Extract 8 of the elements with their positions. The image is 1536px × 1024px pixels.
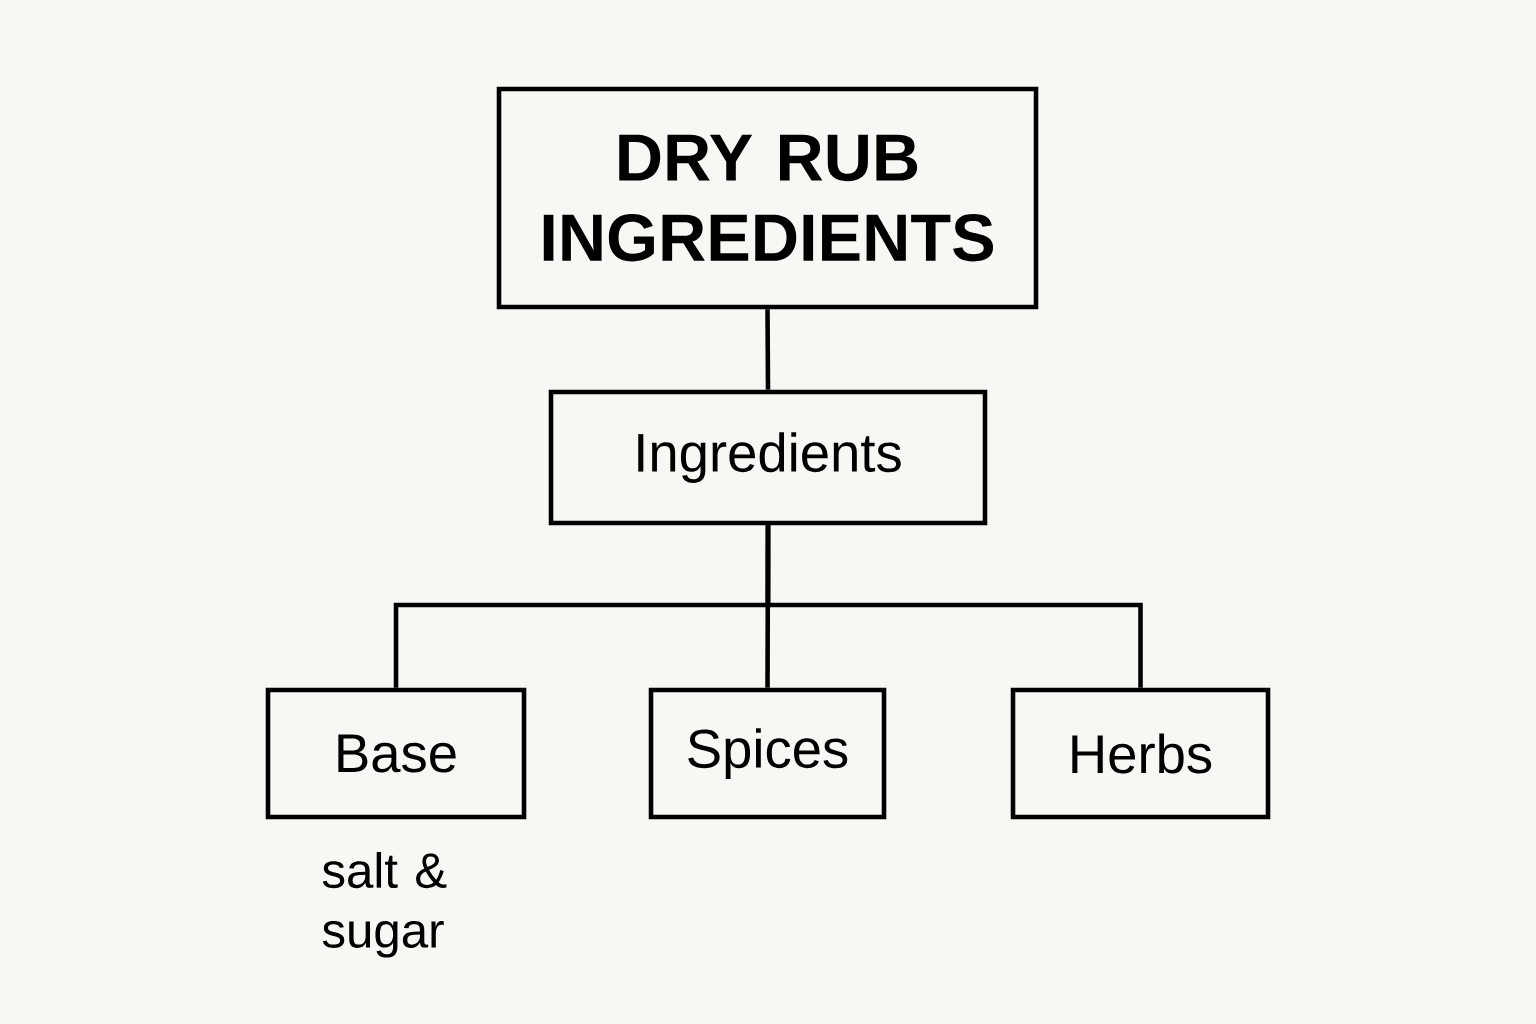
category-box: Base bbox=[265, 687, 527, 820]
connector-line bbox=[765, 525, 1143, 688]
category-box: Spices bbox=[648, 687, 887, 820]
category-box: Herbs bbox=[1010, 687, 1271, 820]
connector-line bbox=[765, 309, 771, 390]
beside-note: salt & sugar bbox=[322, 852, 447, 958]
category-box: Ingredients bbox=[548, 389, 988, 526]
title-box: DRY RUB INGREDIENTS bbox=[496, 86, 1039, 310]
